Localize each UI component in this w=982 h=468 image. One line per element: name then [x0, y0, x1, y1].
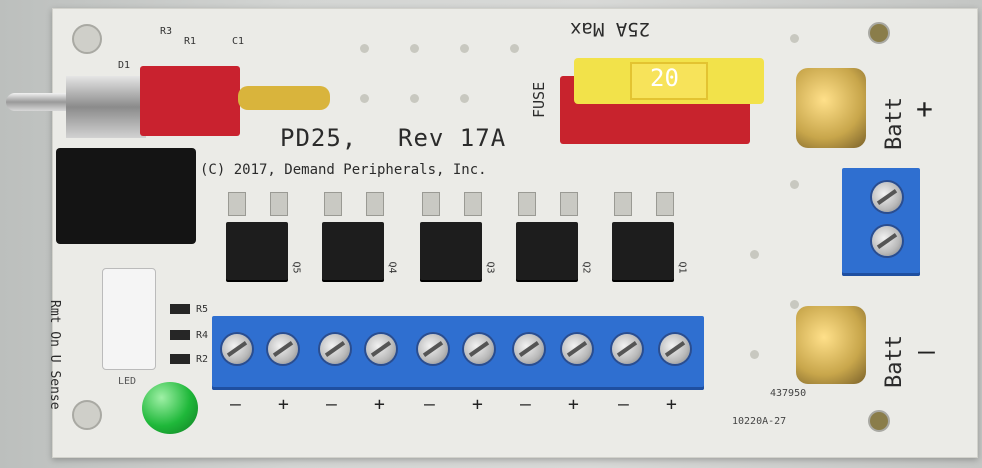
mosfet-label-q4: Q4	[386, 261, 398, 274]
toggle-lever[interactable]	[6, 93, 76, 111]
led-label: LED	[118, 376, 137, 387]
resistor-label-r2: R2	[196, 354, 209, 365]
terminal-polarity: –	[230, 394, 241, 415]
power-jack[interactable]	[56, 148, 196, 244]
batt-negative-stud[interactable]	[796, 306, 866, 384]
fuse-label: FUSE	[530, 81, 548, 118]
terminal-screw[interactable]	[222, 334, 252, 364]
terminal-screw[interactable]	[562, 334, 592, 364]
mosfet-label-q5: Q5	[290, 261, 302, 274]
terminal-polarity: +	[666, 394, 677, 415]
max-current-label: 25A Max	[570, 18, 651, 40]
toggle-pins	[238, 86, 330, 110]
mosfet-tab	[422, 192, 440, 216]
minus-sign: –	[918, 334, 935, 367]
via-pad	[790, 34, 799, 43]
terminal-polarity: +	[472, 394, 483, 415]
copyright-text: (C) 2017, Demand Peripherals, Inc.	[200, 162, 487, 178]
terminal-screw[interactable]	[366, 334, 396, 364]
via-pad	[790, 180, 799, 189]
mosfet-label-q2: Q2	[580, 261, 592, 274]
terminal-screw[interactable]	[612, 334, 642, 364]
board-revision: Rev 17A	[398, 124, 507, 152]
mosfet-q5	[226, 222, 288, 280]
mosfet-tab	[324, 192, 342, 216]
aux-terminal-screw[interactable]	[872, 182, 902, 212]
batt-positive-label: Batt	[882, 97, 907, 150]
plus-sign: +	[916, 92, 933, 125]
terminal-polarity: –	[326, 394, 337, 415]
via-pad	[750, 350, 759, 359]
serial-number: 437950	[770, 388, 807, 399]
terminal-polarity: +	[278, 394, 289, 415]
board-title: PD25,	[280, 124, 358, 152]
via-pad	[460, 94, 469, 103]
mosfet-q1	[612, 222, 674, 280]
resistor-label-r5: R5	[196, 304, 209, 315]
via-pad	[750, 250, 759, 259]
mosfet-tab	[614, 192, 632, 216]
fuse-value: 20	[650, 64, 679, 92]
component-label-d1: D1	[118, 60, 131, 71]
component-label-r1: R1	[184, 36, 197, 47]
terminal-polarity: +	[374, 394, 385, 415]
resistor-label-r4: R4	[196, 330, 209, 341]
part-number: 10220A-27	[732, 416, 787, 427]
terminal-screw[interactable]	[320, 334, 350, 364]
mosfet-q3	[420, 222, 482, 280]
via-pad	[510, 44, 519, 53]
aux-terminal-screw[interactable]	[872, 226, 902, 256]
mosfet-tab	[464, 192, 482, 216]
mosfet-tab	[518, 192, 536, 216]
mount-hole-top-left	[72, 24, 102, 54]
via-pad	[410, 94, 419, 103]
remote-sense-label: Rmt On U Sense	[47, 300, 62, 410]
component-label-r3: R3	[160, 26, 173, 37]
mount-hole-top-right	[868, 22, 890, 44]
component-label-c1: C1	[232, 36, 245, 47]
resistor-r2	[170, 354, 190, 364]
terminal-polarity: –	[520, 394, 531, 415]
terminal-polarity: –	[618, 394, 629, 415]
terminal-polarity: +	[568, 394, 579, 415]
terminal-screw[interactable]	[464, 334, 494, 364]
via-pad	[360, 44, 369, 53]
mosfet-tab	[560, 192, 578, 216]
fuse-value-box	[630, 62, 708, 100]
mosfet-tab	[228, 192, 246, 216]
via-pad	[410, 44, 419, 53]
sense-header[interactable]	[102, 268, 156, 370]
toggle-body-silver	[66, 76, 146, 138]
via-pad	[360, 94, 369, 103]
mosfet-label-q3: Q3	[484, 261, 496, 274]
toggle-body-red	[140, 66, 240, 136]
resistor-r5	[170, 304, 190, 314]
batt-negative-label: Batt	[882, 335, 907, 388]
mount-hole-bottom-left	[72, 400, 102, 430]
mosfet-q4	[322, 222, 384, 280]
terminal-screw[interactable]	[418, 334, 448, 364]
status-led	[142, 382, 198, 434]
batt-positive-stud[interactable]	[796, 68, 866, 148]
via-pad	[460, 44, 469, 53]
terminal-screw[interactable]	[514, 334, 544, 364]
via-pad	[790, 300, 799, 309]
mosfet-q2	[516, 222, 578, 280]
terminal-polarity: –	[424, 394, 435, 415]
mosfet-tab	[270, 192, 288, 216]
resistor-r4	[170, 330, 190, 340]
mosfet-tab	[366, 192, 384, 216]
mosfet-label-q1: Q1	[676, 261, 688, 274]
mosfet-tab	[656, 192, 674, 216]
terminal-screw[interactable]	[268, 334, 298, 364]
mount-hole-bottom-right	[868, 410, 890, 432]
terminal-screw[interactable]	[660, 334, 690, 364]
